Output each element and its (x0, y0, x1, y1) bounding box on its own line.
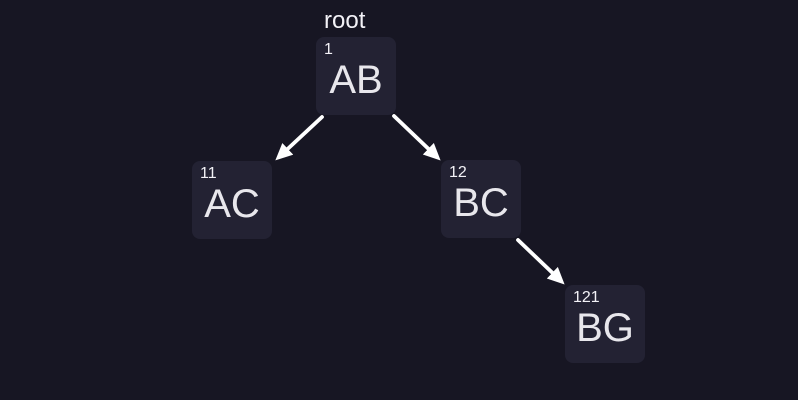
edge-ab-to-bc (392, 114, 441, 161)
node-index-label: 121 (573, 289, 600, 306)
node-label: BG (576, 305, 634, 350)
tree-node-bg[interactable]: 121 BG (565, 285, 645, 363)
node-label: AB (329, 57, 383, 102)
tree-node-bc[interactable]: 12 BC (441, 160, 521, 238)
node-index-label: 1 (324, 41, 333, 58)
node-label: BC (453, 180, 509, 225)
node-index-label: 12 (449, 164, 467, 181)
tree-node-ac[interactable]: 11 AC (192, 161, 272, 239)
node-label: AC (204, 181, 260, 226)
edge-ab-to-ac (275, 115, 324, 161)
node-index-label: 11 (200, 165, 217, 182)
root-caption: root (324, 7, 366, 34)
edge-bc-to-bg (516, 238, 565, 285)
tree-node-ab[interactable]: 1 AB (316, 37, 396, 115)
